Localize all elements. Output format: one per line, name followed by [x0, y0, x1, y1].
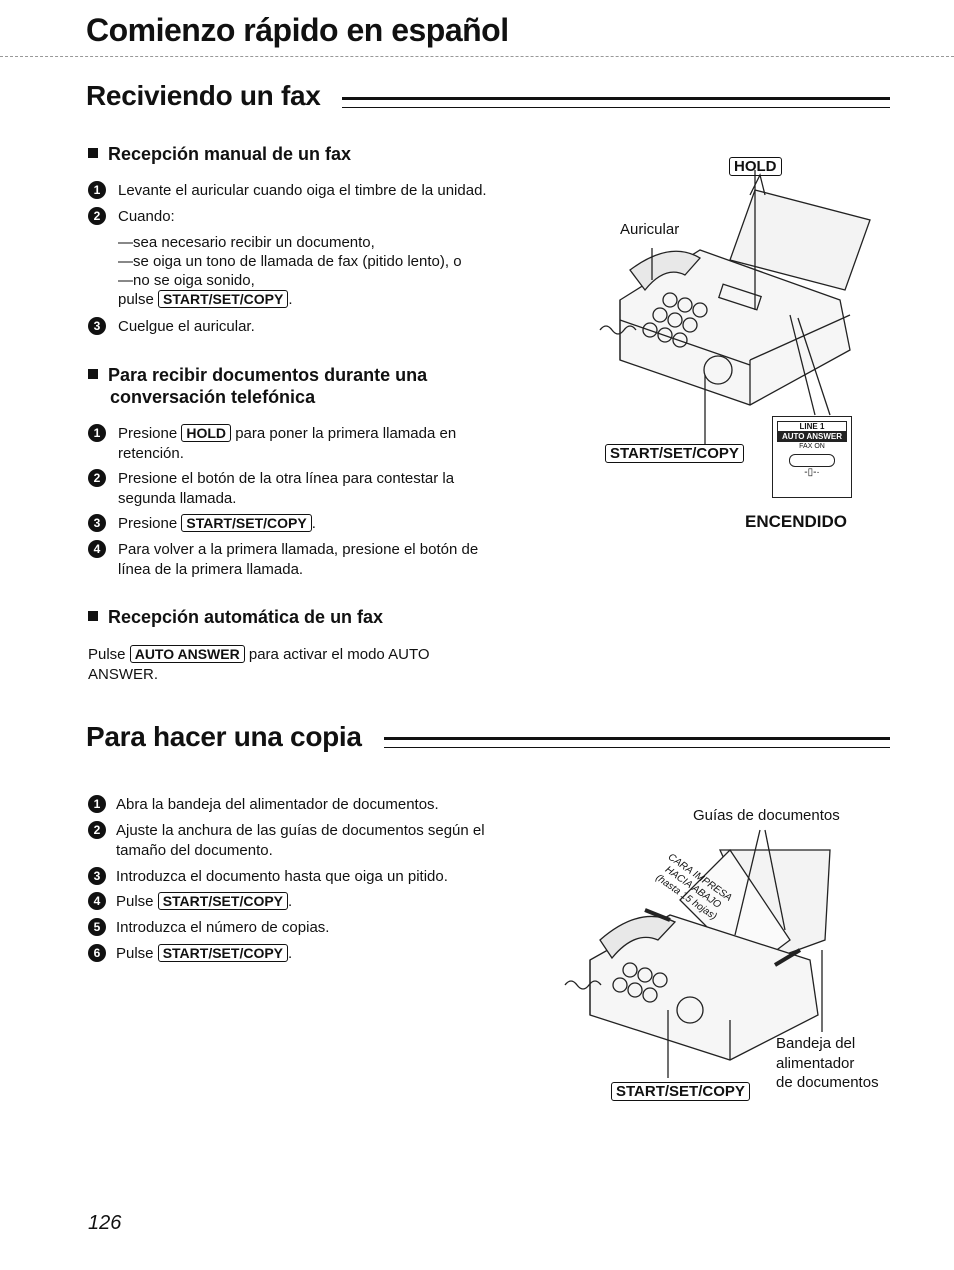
panel-detail-box: LINE 1 AUTO ANSWER FAX ON -▯-·	[772, 416, 852, 498]
encendido-label: ENCENDIDO	[745, 512, 848, 531]
start-set-copy-key: START/SET/COPY	[158, 290, 289, 308]
hold-key: HOLD	[181, 424, 232, 442]
copy-step-5: 5 Introduzca el número de copias.	[88, 918, 538, 938]
manual-sub-2: —se oiga un tono de llamada de fax (piti…	[118, 253, 462, 270]
auto-text: Pulse AUTO ANSWER para activar el modo A…	[88, 645, 430, 683]
fax-on-label: FAX ON	[799, 443, 825, 450]
step-number-icon: 1	[88, 181, 106, 199]
section-rule	[342, 97, 890, 108]
copy-step-6: 6 Pulse START/SET/COPY.	[88, 944, 538, 964]
copy-step-3: 3 Introduzca el documento hasta que oiga…	[88, 867, 538, 887]
section-heading-receiving: Reciviendo un fax	[86, 80, 321, 111]
handset-label: Auricular	[620, 221, 680, 238]
manual-sub-1: —sea necesario recibir un documento,	[118, 234, 375, 251]
hold-label: HOLD	[729, 157, 782, 176]
call-step-2: 2 Presione el botón de la otra línea par…	[88, 469, 528, 508]
manual-step-2: 2 Cuando:	[88, 207, 548, 227]
start-set-copy-label: START/SET/COPY	[611, 1082, 750, 1101]
fax-machine-illustration	[599, 170, 871, 445]
step-number-icon: 3	[88, 317, 106, 335]
copy-fax-illustration	[564, 829, 831, 1078]
bullet-square-icon	[88, 148, 98, 158]
step-number-icon: 2	[88, 207, 106, 225]
start-set-copy-key: START/SET/COPY	[181, 514, 312, 532]
tray-label: Bandeja del alimentador de documentos	[776, 1035, 879, 1091]
step-number-icon: 3	[88, 514, 106, 532]
subheading-during-call: Para recibir documentos durante una conv…	[88, 364, 518, 408]
step-text: Cuelgue el auricular.	[118, 318, 255, 335]
manual-sub-3: —no se oiga sonido,	[118, 272, 255, 289]
auto-answer-key-detail: AUTO ANSWER	[777, 432, 847, 442]
call-step-1: 1 Presione HOLD para poner la primera ll…	[88, 424, 528, 463]
step-number-icon: 3	[88, 867, 106, 885]
copy-step-4: 4 Pulse START/SET/COPY.	[88, 892, 538, 912]
copy-step-2: 2 Ajuste la anchura de las guías de docu…	[88, 821, 538, 860]
start-set-copy-key: START/SET/COPY	[157, 892, 289, 910]
subheading-auto: Recepción automática de un fax	[88, 606, 383, 628]
section-rule	[384, 737, 890, 748]
page-title: Comienzo rápido en español	[86, 12, 509, 48]
guides-label: Guías de documentos	[693, 807, 840, 824]
step-text: Cuando:	[118, 208, 175, 225]
light-on-icon: -▯-·	[804, 467, 820, 478]
step-number-icon: 4	[88, 892, 106, 910]
manual-step-1: 1 Levante el auricular cuando oiga el ti…	[88, 181, 548, 201]
manual-pulse-line: pulse START/SET/COPY.	[118, 290, 293, 308]
auto-answer-indicator-icon	[789, 454, 835, 467]
start-set-copy-label: START/SET/COPY	[605, 444, 744, 463]
call-step-4: 4 Para volver a la primera llamada, pres…	[88, 540, 528, 579]
subheading-manual: Recepción manual de un fax	[88, 143, 351, 165]
step-text: Levante el auricular cuando oiga el timb…	[118, 182, 487, 199]
line-1-key: LINE 1	[777, 421, 847, 432]
start-set-copy-key: START/SET/COPY	[157, 944, 289, 962]
bullet-square-icon	[88, 369, 98, 379]
copy-step-1: 1 Abra la bandeja del alimentador de doc…	[88, 795, 538, 815]
step-number-icon: 1	[88, 795, 106, 813]
page-number: 126	[88, 1212, 122, 1234]
section-heading-copy: Para hacer una copia	[86, 721, 362, 752]
step-number-icon: 5	[88, 918, 106, 936]
step-number-icon: 4	[88, 540, 106, 558]
step-number-icon: 2	[88, 469, 106, 487]
step-number-icon: 1	[88, 424, 106, 442]
bullet-square-icon	[88, 611, 98, 621]
call-step-3: 3 Presione START/SET/COPY.	[88, 514, 528, 534]
step-number-icon: 2	[88, 821, 106, 839]
step-number-icon: 6	[88, 944, 106, 962]
title-rule	[0, 56, 954, 57]
manual-step-3: 3 Cuelgue el auricular.	[88, 317, 548, 337]
auto-answer-key: AUTO ANSWER	[129, 645, 245, 663]
